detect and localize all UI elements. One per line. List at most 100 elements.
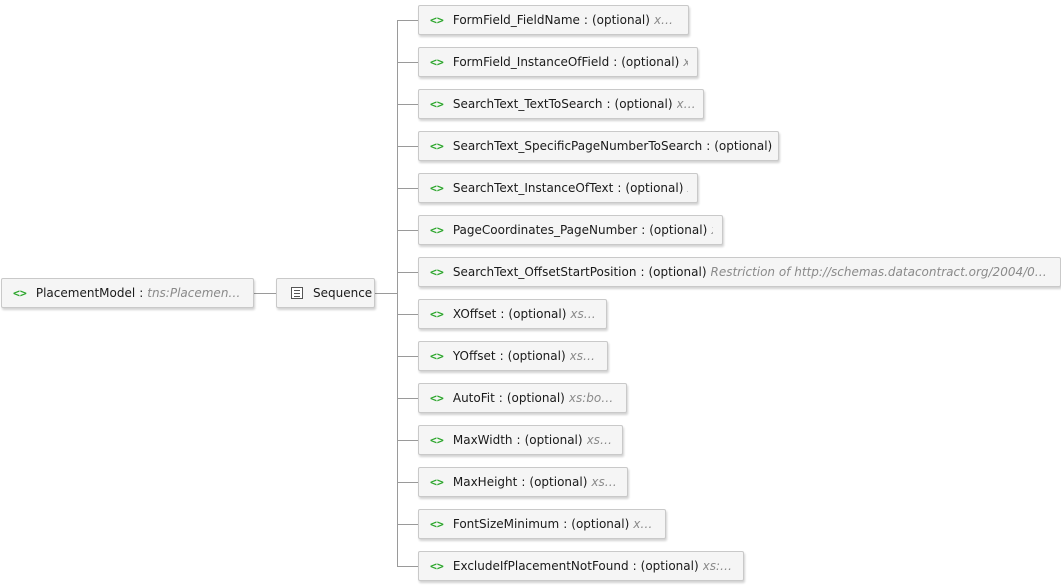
element-icon: <> (430, 559, 444, 573)
child-branch-line (397, 440, 418, 441)
child-branch-line (397, 524, 418, 525)
child-element-separator: : (563, 517, 568, 531)
child-element-node[interactable]: <>AutoFit:(optional)xs:boolean (418, 383, 627, 413)
child-element-occurrence: (optional) (508, 307, 567, 321)
child-branch-line (397, 146, 418, 147)
child-element-type: xs:float (570, 307, 597, 321)
child-element-node[interactable]: <>ExcludeIfPlacementNotFound:(optional)x… (418, 551, 744, 581)
child-element-separator: : (617, 181, 622, 195)
child-element-node[interactable]: <> SearchText_TextToSearch:(optional)xs:s… (418, 89, 704, 119)
child-element-occurrence: (optional) (529, 475, 588, 489)
root-connector (254, 293, 276, 294)
child-element-separator: : (640, 265, 645, 279)
child-element-node[interactable]: <> MaxHeight:(optional)xs:float (418, 467, 628, 497)
child-element-node[interactable]: <>XOffset:(optional)xs:float (418, 299, 607, 329)
element-icon: <> (430, 181, 444, 195)
child-element-name: FormField_InstanceOfField (452, 55, 610, 69)
child-element-type: xs:float (569, 349, 598, 363)
child-element-name: MaxWidth (452, 433, 513, 447)
child-element-type: xs:int (687, 181, 688, 195)
child-element-occurrence: (optional) (648, 265, 707, 279)
child-element-occurrence: (optional) (625, 181, 684, 195)
child-element-separator: : (521, 475, 526, 489)
child-element-node[interactable]: <> SearchText_SpecificPageNumberToSearch:… (418, 131, 779, 161)
child-element-separator: : (500, 307, 505, 321)
child-element-node[interactable]: <> PageCoordinates_PageNumber:(optional)x… (418, 215, 723, 245)
element-icon: <> (430, 223, 444, 237)
child-element-occurrence: (optional) (614, 97, 673, 111)
element-icon: <> (430, 349, 444, 363)
child-element-name: FormField_FieldName (452, 13, 580, 27)
child-branch-line (397, 272, 418, 273)
root-element-type: tns:PlacementModel (147, 286, 244, 300)
child-element-occurrence: (optional) (507, 349, 566, 363)
child-branch-line (397, 62, 418, 63)
child-element-name: FontSizeMinimum (452, 517, 560, 531)
child-element-name: PageCoordinates_PageNumber (452, 223, 638, 237)
child-element-separator: : (606, 97, 611, 111)
element-icon: <> (430, 517, 444, 531)
element-icon: <> (430, 97, 444, 111)
child-element-separator: : (632, 559, 637, 573)
child-element-occurrence: (optional) (714, 139, 773, 153)
element-icon: <> (430, 13, 444, 27)
child-branch-line (397, 104, 418, 105)
root-element-separator: : (139, 286, 144, 300)
child-element-node[interactable]: <>FontSizeMinimum:(optional)xs:float (418, 509, 666, 539)
root-element-name: PlacementModel (35, 286, 136, 300)
child-element-occurrence: (optional) (591, 13, 650, 27)
child-element-separator: : (706, 139, 711, 153)
child-element-node[interactable]: <> FormField_InstanceOfField:(optional)xs… (418, 47, 698, 77)
child-branch-line (397, 356, 418, 357)
sequence-icon (291, 287, 303, 299)
child-element-name: SearchText_TextToSearch (452, 97, 603, 111)
child-element-separator: : (499, 349, 504, 363)
child-element-node[interactable]: <> SearchText_InstanceOfText:(optional)xs… (418, 173, 698, 203)
child-element-name: AutoFit (452, 391, 495, 405)
child-element-separator: : (613, 55, 618, 69)
child-element-type: xs:int (683, 55, 688, 69)
element-icon: <> (430, 433, 444, 447)
element-icon: <> (430, 265, 444, 279)
child-element-separator: : (641, 223, 646, 237)
sequence-node[interactable]: Sequence (276, 278, 375, 308)
child-element-type: xs:float (591, 475, 618, 489)
child-element-separator: : (583, 13, 588, 27)
element-icon: <> (430, 391, 444, 405)
child-branch-line (397, 314, 418, 315)
child-element-type: xs:string (676, 97, 694, 111)
child-element-separator: : (516, 433, 521, 447)
sequence-connector (375, 293, 397, 294)
child-branch-line (397, 566, 418, 567)
child-element-occurrence: (optional) (621, 55, 680, 69)
child-branch-line (397, 398, 418, 399)
child-element-name: SearchText_SpecificPageNumberToSearch (452, 139, 703, 153)
child-element-name: MaxHeight (452, 475, 518, 489)
child-element-name: YOffset (452, 349, 496, 363)
child-element-node[interactable]: <> YOffset:(optional)xs:float (418, 341, 608, 371)
child-element-node[interactable]: <>MaxWidth:(optional)xs:float (418, 425, 623, 455)
child-element-node[interactable]: <>SearchText_OffsetStartPosition:(option… (418, 257, 1061, 287)
element-icon: <> (13, 286, 27, 300)
child-element-occurrence: (optional) (506, 391, 565, 405)
child-element-type: xs:float (633, 517, 656, 531)
sequence-label: Sequence (313, 286, 373, 300)
child-element-node[interactable]: <> FormField_FieldName:(optional)xs:strin… (418, 5, 689, 35)
child-element-separator: : (498, 391, 503, 405)
root-element-node[interactable]: <> PlacementModel : tns:PlacementModel (1, 278, 254, 308)
child-element-occurrence: (optional) (649, 223, 708, 237)
child-element-name: XOffset (452, 307, 497, 321)
child-branch-line (397, 188, 418, 189)
sequence-spine (397, 20, 398, 567)
child-branch-line (397, 482, 418, 483)
element-icon: <> (430, 139, 444, 153)
child-element-type: xs:boolean (702, 559, 734, 573)
child-element-occurrence: (optional) (640, 559, 699, 573)
child-element-type: xs:int (711, 223, 713, 237)
element-icon: <> (430, 55, 444, 69)
child-element-type: Restriction of http://schemas.datacontra… (710, 265, 1052, 279)
child-element-type: xs:string (653, 13, 679, 27)
element-icon: <> (430, 475, 444, 489)
child-element-name: SearchText_InstanceOfText (452, 181, 614, 195)
child-branch-line (397, 20, 418, 21)
